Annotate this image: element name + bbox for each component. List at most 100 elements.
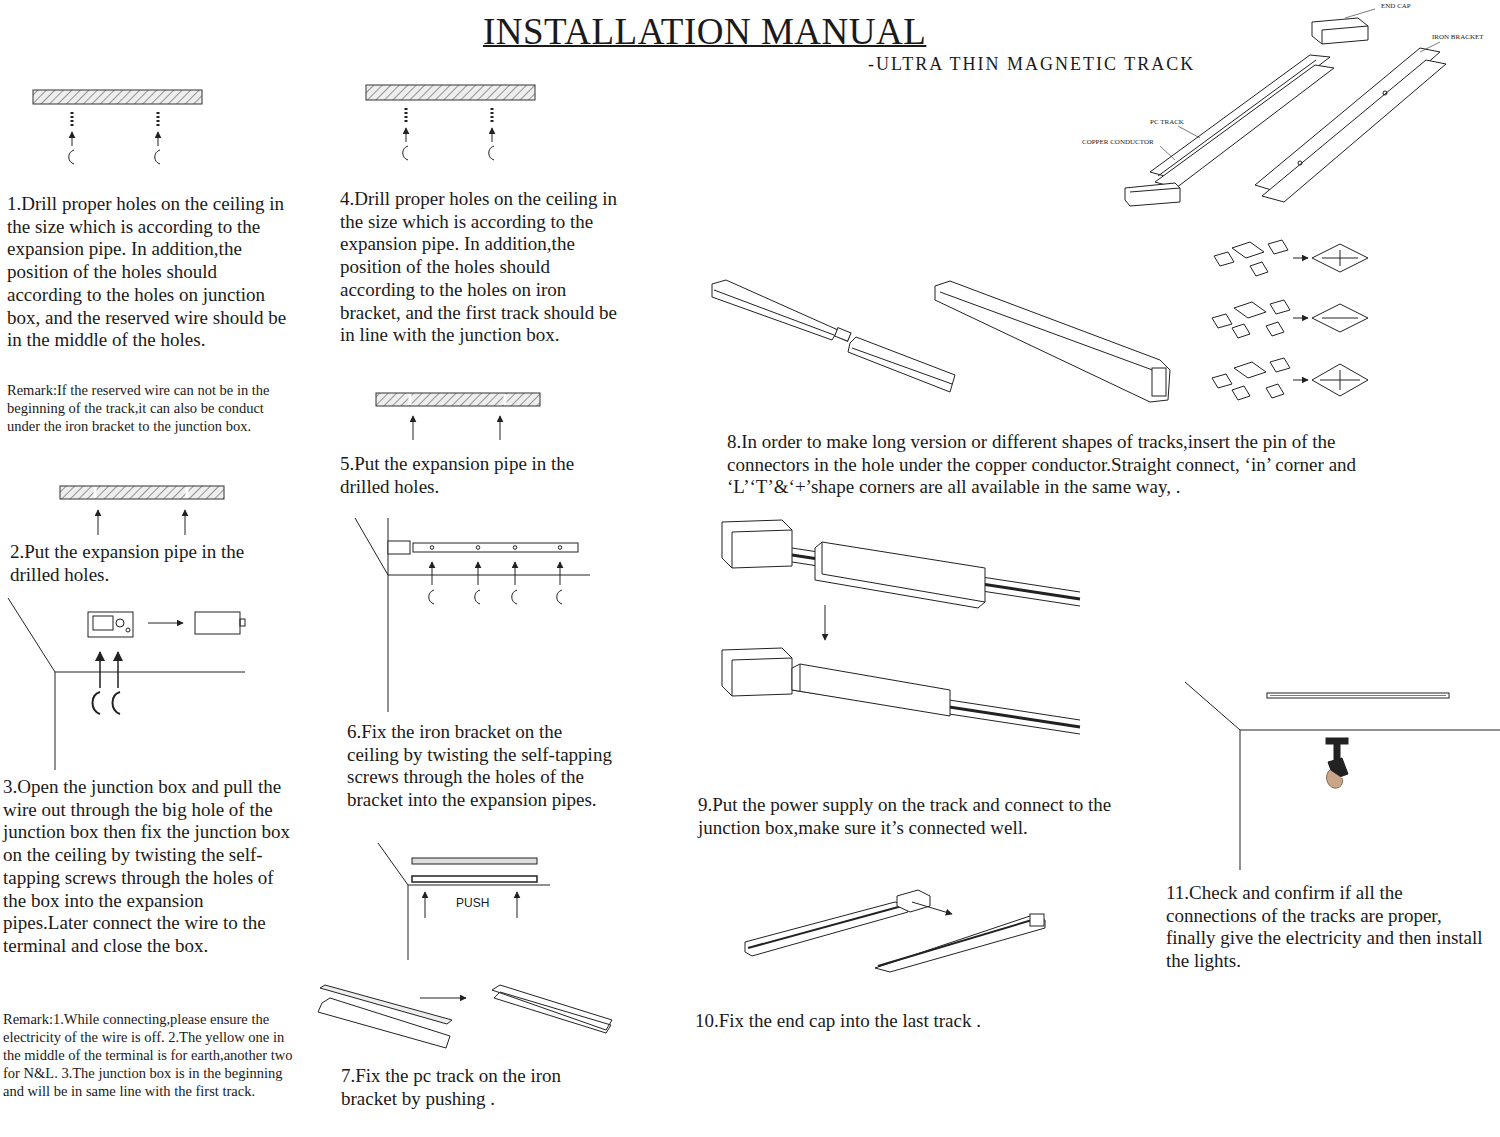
ceiling-drilling [366, 85, 535, 160]
track-connection [714, 290, 834, 335]
junction-box-mounting [99, 652, 101, 688]
ceiling-drilling [491, 108, 494, 124]
bracket-mounting [513, 546, 517, 550]
track-connection [852, 348, 952, 384]
step-text: 9.Put the power supply on the track and … [698, 794, 1158, 839]
step-text: 2.Put the expansion pipe in the drilled … [10, 541, 275, 586]
track-connection [1266, 384, 1284, 398]
text-anchor: -ULTRA THIN MAGNETIC TRACK [868, 53, 1195, 75]
track-connection [935, 281, 1170, 402]
bracket-mounting [512, 590, 517, 604]
junction-box-mounting [240, 619, 245, 626]
bracket-mounting [355, 518, 388, 575]
junction-box-mounting [8, 598, 245, 770]
end-cap-fitting [748, 906, 902, 948]
track-exploded-view [1420, 42, 1440, 52]
junction-box-mounting [93, 692, 101, 714]
ceiling-drilling [492, 128, 493, 142]
junction-box-mounting [116, 619, 124, 627]
step-text: 6.Fix the iron bracket on the ceiling by… [347, 721, 615, 812]
text-anchor: 3.Open the junction box and pull the wir… [3, 776, 291, 958]
junction-box-mounting [195, 612, 240, 634]
text-anchor: PC TRACK [1150, 118, 1184, 127]
track-connection [1293, 380, 1308, 381]
junction-box-mounting [8, 598, 55, 672]
track-connection [1270, 300, 1290, 314]
power-supply-fitting [732, 658, 792, 660]
end-cap-fitting [875, 916, 1045, 972]
track-pushing [318, 843, 612, 1048]
track-connection [1340, 250, 1341, 266]
track-connection [712, 240, 1368, 402]
expansion-pipe-insert [94, 487, 97, 498]
text-anchor: IRON BRACKET [1432, 33, 1484, 42]
bracket-mounting [557, 590, 562, 604]
ceiling-drilling [71, 112, 74, 128]
ceiling-drilling [366, 85, 535, 100]
text-anchor: 6.Fix the iron bracket on the ceiling by… [347, 721, 615, 812]
bracket-mounting [429, 590, 434, 604]
track-connection [1234, 362, 1266, 378]
title-anchor: INSTALLATION MANUAL [483, 10, 926, 54]
power-supply-fitting [792, 664, 950, 716]
track-exploded-view [1298, 161, 1302, 165]
expansion-pipe-insert [185, 510, 186, 535]
track-connection [1214, 240, 1368, 276]
light-installation [1267, 693, 1449, 698]
text-anchor: 9.Put the power supply on the track and … [698, 794, 1158, 839]
text-anchor: END CAP [1381, 2, 1411, 11]
text-anchor: PUSH [456, 896, 489, 910]
track-connection [1266, 322, 1284, 336]
track-pushing [494, 992, 611, 1033]
track-pushing [517, 892, 518, 918]
track-exploded-view [1312, 18, 1368, 44]
expansion-pipe-insert [376, 393, 540, 406]
junction-box-mounting [117, 652, 119, 688]
remark-note: Remark:If the reserved wire can not be i… [7, 381, 289, 435]
bracket-mounting [413, 543, 578, 552]
light-installation [1240, 730, 1241, 870]
junction-box-mounting [148, 623, 183, 624]
power-supply-fitting [800, 664, 801, 692]
text-anchor: 5.Put the expansion pipe in the drilled … [340, 453, 605, 498]
track-connection [1212, 300, 1368, 338]
track-connection [1312, 364, 1368, 396]
ceiling-drilling [33, 90, 202, 164]
power-supply-fitting [722, 520, 792, 568]
track-connection [1322, 318, 1358, 319]
track-connection [1234, 302, 1266, 318]
track-connection [1340, 370, 1341, 390]
track-connection [1293, 258, 1308, 259]
step-text: 10.Fix the end cap into the last track . [695, 1010, 1095, 1033]
text-anchor: Remark:1.While connecting,please ensure … [3, 1010, 295, 1100]
subtitle: -ULTRA THIN MAGNETIC TRACK [868, 53, 1195, 75]
power-supply-fitting [822, 542, 823, 574]
bracket-mounting [478, 562, 479, 585]
power-supply-fitting [732, 530, 792, 532]
end-cap-fitting [1030, 914, 1044, 926]
expansion-pipe-insert [376, 393, 540, 440]
ceiling-drilling [157, 112, 160, 128]
junction-box-mounting [113, 692, 121, 714]
text-anchor: 8.In order to make long version or diffe… [727, 431, 1417, 499]
junction-box-mounting [93, 616, 113, 630]
track-connection [848, 337, 955, 392]
track-exploded-view [1130, 188, 1180, 192]
light-installation [1185, 682, 1240, 730]
step-text: 8.In order to make long version or diffe… [727, 431, 1417, 499]
ceiling-drilling [158, 132, 159, 146]
track-connection [1250, 262, 1268, 276]
ceiling-drilling [72, 132, 73, 146]
junction-box-mounting [55, 672, 56, 770]
ceiling-drilling [403, 146, 408, 160]
track-connection [1293, 318, 1308, 319]
light-installation [1327, 770, 1343, 788]
remark-note: Remark:1.While connecting,please ensure … [3, 1010, 295, 1100]
end-cap-fitting [912, 902, 952, 914]
track-exploded-view [1125, 183, 1180, 206]
part-name: COPPER CONDUCTOR [1082, 138, 1154, 147]
step-text: 4.Drill proper holes on the ceiling in t… [340, 188, 620, 347]
part-name: IRON BRACKET [1432, 33, 1484, 42]
step-text: 7.Fix the pc track on the iron bracket b… [341, 1065, 616, 1110]
